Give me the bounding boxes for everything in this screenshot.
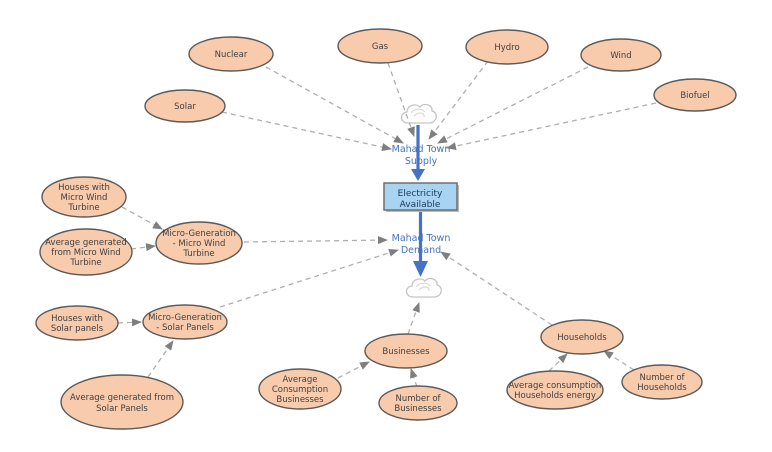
link-solar-to-supply[interactable] xyxy=(221,111,392,151)
node-label: Hydro xyxy=(494,43,519,53)
node-label: Average xyxy=(283,375,318,385)
flow-label-demand[interactable]: Mahad Town Demand xyxy=(392,233,451,256)
node-houses-micro-wind[interactable]: Houses with Micro Wind Turbine xyxy=(41,176,127,218)
node-label: Micro Wind xyxy=(61,193,108,203)
link-num-businesses-to-businesses[interactable] xyxy=(410,368,418,388)
flow-label-supply[interactable]: Mahad Town Supply xyxy=(392,144,451,167)
link-gas-to-supply[interactable] xyxy=(387,62,415,137)
supply-cloud-icon[interactable] xyxy=(400,103,437,124)
link-wind-to-supply[interactable] xyxy=(437,66,589,144)
link-biofuel-to-supply[interactable] xyxy=(446,102,657,151)
link-microgen-wind-to-demand[interactable] xyxy=(243,236,388,245)
link-houses-micro-wind-to-microgen-wind[interactable] xyxy=(121,206,163,230)
node-label: Turbine xyxy=(182,249,214,259)
node-num-businesses[interactable]: Number of Businesses xyxy=(378,385,458,421)
node-label: - Micro Wind xyxy=(173,239,226,249)
link-avg-solar-to-microgen-solar[interactable] xyxy=(147,340,174,378)
node-label: Households xyxy=(637,383,687,393)
node-avg-micro-wind[interactable]: Average generated from Micro Wind Turbin… xyxy=(39,228,133,276)
node-label: Turbine xyxy=(69,258,101,268)
link-houses-solar-to-microgen-solar[interactable] xyxy=(117,318,142,327)
link-avg-micro-wind-to-microgen-wind[interactable] xyxy=(130,243,156,252)
node-label: Number of xyxy=(395,394,441,404)
node-label: Houses with xyxy=(58,183,110,193)
flow-supply-arrow[interactable] xyxy=(411,125,425,181)
flow-demand-label-line1: Mahad Town xyxy=(392,233,451,244)
node-label: Solar Panels xyxy=(96,404,148,414)
stock-electricity-available[interactable]: Electricity Available xyxy=(383,182,459,212)
node-label: Solar xyxy=(174,102,196,112)
link-businesses-to-demand[interactable] xyxy=(407,302,420,335)
demand-cloud-icon[interactable] xyxy=(405,277,442,298)
node-label: Nuclear xyxy=(215,50,248,60)
node-label: Micro-Generation xyxy=(162,229,236,239)
node-biofuel[interactable]: Biofuel xyxy=(653,78,737,112)
node-nuclear[interactable]: Nuclear xyxy=(188,36,274,72)
node-hydro[interactable]: Hydro xyxy=(465,29,549,65)
node-label: Households xyxy=(557,333,607,343)
link-hydro-to-supply[interactable] xyxy=(428,60,489,140)
node-businesses[interactable]: Businesses xyxy=(364,333,448,369)
node-label: Households energy xyxy=(514,391,596,401)
node-label: Number of xyxy=(639,373,685,383)
node-num-households[interactable]: Number of Households xyxy=(621,364,703,400)
node-gas[interactable]: Gas xyxy=(337,28,423,64)
link-nuclear-to-supply[interactable] xyxy=(265,66,404,144)
node-label: Businesses xyxy=(394,404,442,414)
node-label: Average generated xyxy=(45,238,127,248)
node-label: from Micro Wind xyxy=(51,248,120,258)
node-microgen-wind[interactable]: Micro-Generation - Micro Wind Turbine xyxy=(155,221,243,265)
node-avg-solar[interactable]: Average generated from Solar Panels xyxy=(60,374,184,430)
node-wind[interactable]: Wind xyxy=(580,38,662,72)
flow-supply-label-line1: Mahad Town xyxy=(392,144,451,155)
link-num-households-to-households[interactable] xyxy=(603,350,635,371)
node-label: Biofuel xyxy=(680,91,709,101)
node-label: Consumption xyxy=(272,385,328,395)
node-label: Average generated from xyxy=(70,393,174,403)
node-avg-households[interactable]: Average consumption Households energy xyxy=(506,370,604,410)
node-microgen-solar[interactable]: Micro-Generation - Solar Panels xyxy=(142,304,228,340)
node-houses-solar[interactable]: Houses with Solar panels xyxy=(35,305,119,341)
node-label: Micro-Generation xyxy=(148,313,222,323)
flow-supply-label-line2: Supply xyxy=(405,156,438,167)
node-label: - Solar Panels xyxy=(156,323,214,333)
flow-demand-label-line2: Demand xyxy=(401,245,441,256)
node-avg-businesses[interactable]: Average Consumption Businesses xyxy=(258,368,342,410)
node-label: Average consumption xyxy=(509,381,602,391)
node-label: Houses with xyxy=(51,314,103,324)
node-solar[interactable]: Solar xyxy=(144,89,226,123)
node-label: Businesses xyxy=(276,395,324,405)
node-label: Wind xyxy=(610,51,631,61)
node-label: Turbine xyxy=(67,203,99,213)
stock-label-line2: Available xyxy=(400,200,441,210)
stock-label-line1: Electricity xyxy=(398,189,443,199)
node-label: Gas xyxy=(372,42,389,52)
node-label: Solar panels xyxy=(51,324,104,334)
link-microgen-solar-to-demand[interactable] xyxy=(219,248,399,308)
link-households-to-demand[interactable] xyxy=(440,251,553,326)
node-label: Businesses xyxy=(382,347,430,357)
link-avg-households-to-households[interactable] xyxy=(548,353,568,372)
flow-demand-arrow[interactable] xyxy=(413,211,428,277)
link-avg-businesses-to-businesses[interactable] xyxy=(337,361,370,379)
node-households[interactable]: Households xyxy=(540,319,624,355)
